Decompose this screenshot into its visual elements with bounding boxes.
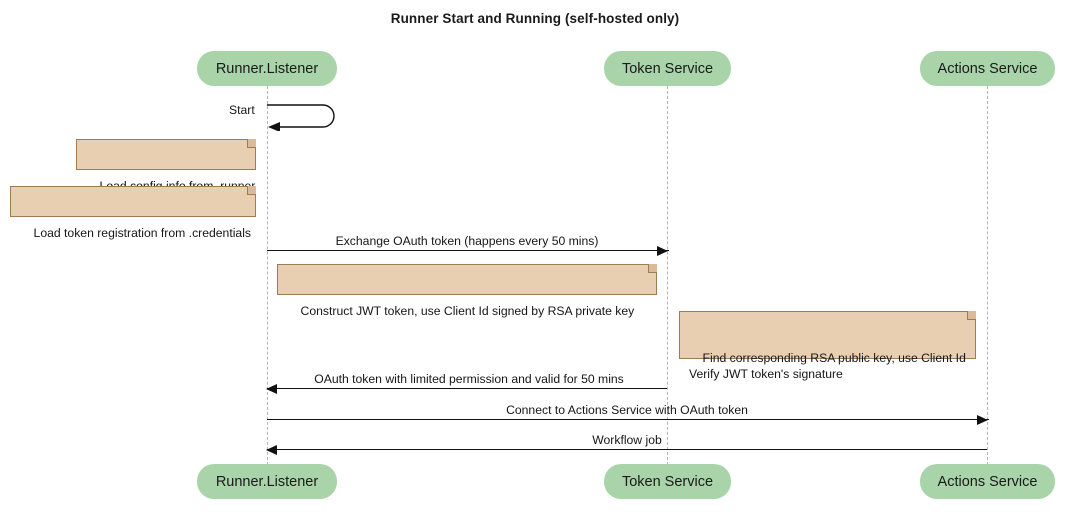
message-arrowhead-connect-to-actions-service xyxy=(977,414,988,425)
message-label-exchange-oauth-token: Exchange OAuth token (happens every 50 m… xyxy=(335,234,599,248)
lifeline-token xyxy=(667,86,668,465)
participant-actions-bottom[interactable]: Actions Service xyxy=(920,464,1055,499)
note-fold-icon xyxy=(247,139,256,148)
note-text: Construct JWT token, use Client Id signe… xyxy=(300,304,635,318)
participant-actions-top[interactable]: Actions Service xyxy=(920,51,1055,86)
note-verify-jwt: Find corresponding RSA public key, use C… xyxy=(679,311,976,381)
message-line-workflow-job xyxy=(267,449,987,450)
message-line-oauth-token-response xyxy=(267,388,667,389)
note-text: Find corresponding RSA public key, use C… xyxy=(689,351,966,381)
participant-runner-bottom[interactable]: Runner.Listener xyxy=(197,464,337,499)
participant-label: Token Service xyxy=(621,60,714,77)
participant-label: Runner.Listener xyxy=(215,60,319,77)
message-label-oauth-token-response: OAuth token with limited permission and … xyxy=(314,372,624,386)
note-load-config: Load config info from .runner xyxy=(76,139,256,193)
lifeline-actions xyxy=(987,86,988,465)
message-arrowhead-exchange-oauth-token xyxy=(657,245,668,256)
message-arrowhead-workflow-job xyxy=(266,444,277,455)
participant-runner-top[interactable]: Runner.Listener xyxy=(197,51,337,86)
message-line-connect-to-actions-service xyxy=(267,419,989,420)
participant-token-bottom[interactable]: Token Service xyxy=(604,464,731,499)
note-load-token-registration: Load token registration from .credential… xyxy=(10,186,256,240)
participant-label: Actions Service xyxy=(937,473,1038,490)
participant-label: Actions Service xyxy=(937,60,1038,77)
page-title: Runner Start and Running (self-hosted on… xyxy=(390,11,680,26)
lifeline-runner xyxy=(267,86,268,465)
message-arrowhead-oauth-token-response xyxy=(266,383,277,394)
participant-label: Token Service xyxy=(621,473,714,490)
note-fold-icon xyxy=(967,311,976,320)
participant-token-top[interactable]: Token Service xyxy=(604,51,731,86)
message-label-start: Start xyxy=(229,103,255,117)
message-label-workflow-job: Workflow job xyxy=(592,433,662,447)
note-text: Load token registration from .credential… xyxy=(33,226,252,240)
note-fold-icon xyxy=(247,186,256,195)
message-self-start xyxy=(266,101,344,131)
message-line-exchange-oauth-token xyxy=(267,250,669,251)
participant-label: Runner.Listener xyxy=(215,473,319,490)
note-fold-icon xyxy=(648,264,657,273)
message-label-connect-to-actions-service: Connect to Actions Service with OAuth to… xyxy=(506,403,748,417)
note-construct-jwt: Construct JWT token, use Client Id signe… xyxy=(277,264,657,318)
